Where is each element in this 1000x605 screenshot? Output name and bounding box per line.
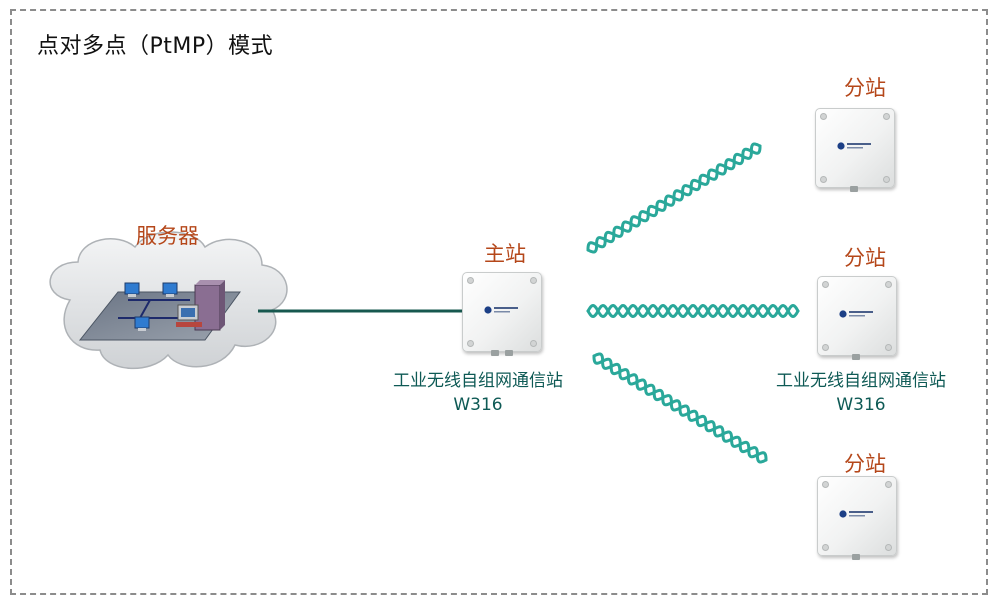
helix-strand xyxy=(586,303,800,319)
master-station-device xyxy=(462,272,542,356)
helix-strand xyxy=(592,352,768,464)
substation-2-caption: 工业无线自组网通信站 W316 xyxy=(765,369,957,417)
brand-logo-icon xyxy=(839,310,873,318)
wireless-link-upper xyxy=(586,142,762,254)
substation-2-model: W316 xyxy=(836,395,886,415)
substation-1-device xyxy=(815,108,895,192)
helix-strand xyxy=(586,144,762,252)
computer-icon xyxy=(124,282,140,297)
computer-icon xyxy=(162,282,178,297)
master-station-name: 工业无线自组网通信站 xyxy=(393,371,563,391)
computer-icon xyxy=(134,316,150,331)
brand-logo-icon xyxy=(839,510,873,518)
substation-3-label: 分站 xyxy=(844,452,886,476)
substation-2-label: 分站 xyxy=(844,246,886,270)
substation-1-label: 分站 xyxy=(844,76,886,100)
wireless-link-middle xyxy=(586,303,800,319)
substation-2-device xyxy=(817,276,897,360)
substation-2-name: 工业无线自组网通信站 xyxy=(776,371,946,391)
brand-logo-icon xyxy=(837,142,871,150)
server-icon xyxy=(176,280,225,331)
diagram-title: 点对多点（PtMP）模式 xyxy=(37,34,274,59)
master-station-label: 主站 xyxy=(484,242,526,266)
wireless-link-lower xyxy=(592,352,768,464)
server-label: 服务器 xyxy=(136,224,199,248)
diagram-frame xyxy=(10,9,988,595)
master-station-model: W316 xyxy=(453,395,503,415)
brand-logo-icon xyxy=(484,306,518,314)
helix-strand xyxy=(586,303,800,319)
master-station-caption: 工业无线自组网通信站 W316 xyxy=(382,369,574,417)
substation-3-device xyxy=(817,476,897,560)
server-network-icon xyxy=(78,280,241,341)
